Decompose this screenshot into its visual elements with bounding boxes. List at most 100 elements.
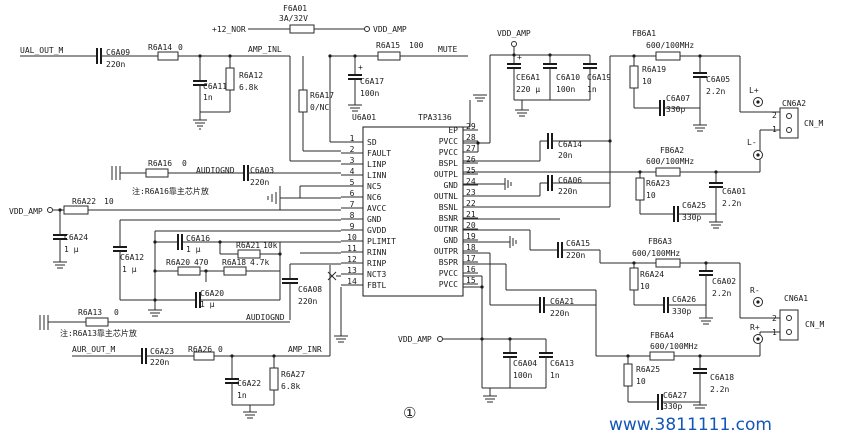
fb6a4-val: 600/100MHz <box>650 342 698 351</box>
c6a15-ref: C6A15 <box>566 239 590 248</box>
c6a07-val: 330p <box>666 105 685 114</box>
c6a16-val: 1 μ <box>186 245 201 254</box>
c6a05-val: 2.2n <box>706 87 725 96</box>
r6a15-symbol <box>377 51 401 61</box>
c6a26-val: 330p <box>672 307 691 316</box>
chip-left-pin-num: 2 <box>350 145 355 154</box>
fuse-section: F6A01 3A/32V +12_NOR VDD_AMP <box>212 4 407 34</box>
r6a17-val: 0/NC <box>310 103 329 112</box>
chip-left-pin-name: PLIMIT <box>367 237 396 246</box>
chip-right-pin-num: 28 <box>466 133 476 142</box>
ferrite-fb6a3: FB6A3 600/100MHz R6A24 10 C6A26 330p C6A… <box>629 237 780 325</box>
chip-right-pin-name: OUTPL <box>434 170 458 179</box>
chip-left-pin-num: 4 <box>350 167 355 176</box>
r6a22-symbol <box>63 205 89 215</box>
ferrite-fb6a4: FB6A4 600/100MHz R6A25 10 C6A27 330p C6A… <box>623 323 780 411</box>
chip-right-pin-name: OUTNR <box>434 225 458 234</box>
fb6a2-symbol <box>655 167 681 177</box>
chip-left-pin-name: NCT3 <box>367 270 386 279</box>
chip-left-pin-num: 13 <box>347 266 357 275</box>
r6a22-ref: R6A22 <box>72 197 96 206</box>
c6a04-val: 100n <box>513 371 532 380</box>
chip-right-pin-num: 19 <box>466 232 476 241</box>
r6a23-val: 10 <box>646 191 656 200</box>
watermark: www.3811111.com <box>609 415 772 435</box>
c6a14-ref: C6A14 <box>558 140 582 149</box>
conn1-ref: CN6A2 <box>782 99 806 108</box>
note-r6a13: 注:R6A13靠主芯片放 <box>60 328 137 338</box>
c6a05-ref: C6A05 <box>706 75 730 84</box>
r6a18-ref: R6A18 <box>222 258 246 267</box>
chip-body <box>362 126 464 297</box>
vdd-amp-port-top <box>364 26 370 32</box>
r6a17-symbol <box>298 89 308 113</box>
c6a03-ref: C6A03 <box>250 166 274 175</box>
r6a14-val: 0 <box>178 43 183 52</box>
r6a24-symbol <box>629 267 639 291</box>
chip-right-pin-num: 18 <box>466 243 476 252</box>
chip-right-pin-name: EP <box>448 126 458 135</box>
chip-left-pin-name: SD <box>367 138 377 147</box>
c6a12-val: 1 μ <box>122 265 137 274</box>
chip-right-pin-name: BSNR <box>439 214 458 223</box>
chip-left-pin-name: NC6 <box>367 193 382 202</box>
c6a10-val: 100n <box>556 85 575 94</box>
chip-left-pin-num: 5 <box>350 178 355 187</box>
c6a23-ref: C6A23 <box>150 347 174 356</box>
chip-left-pin-name: GND <box>367 215 382 224</box>
conn1-name: CN_M <box>804 119 823 128</box>
chip-left-pin-num: 12 <box>347 255 357 264</box>
c6a15-val: 220n <box>566 251 585 260</box>
fuse-ref: F6A01 <box>283 4 307 13</box>
c6a12-ref: C6A12 <box>120 253 144 262</box>
r6a17-ref: R6A17 <box>310 91 334 100</box>
c6a18-val: 2.2n <box>710 385 729 394</box>
chip-left-pin-num: 11 <box>347 244 357 253</box>
ferrite-fb6a2: FB6A2 600/100MHz R6A23 10 C6A25 330p C6A… <box>635 129 780 229</box>
connector-cn6a2: CN6A2 2 1 CN_M <box>772 99 823 139</box>
r6a15-val: 100 <box>409 41 424 50</box>
plimit-section: C6A16 1 μ R6A21 10k R6A20 470 R6A18 4.7k… <box>120 230 348 343</box>
chip-right-pin-num: 27 <box>466 144 476 153</box>
left-pos-output: C6A14 20n <box>463 55 656 190</box>
c6a21-val: 220n <box>550 309 569 318</box>
right-pos-output: C6A21 220n <box>463 252 650 357</box>
fuse-value: 3A/32V <box>279 14 308 23</box>
net-amp-inr: AMP_INR <box>288 345 322 354</box>
pvcc-caps-top: VDD_AMP + CE6A1 220 μ C6A10 100n C6A19 1… <box>463 29 611 153</box>
r6a25-symbol <box>623 363 633 387</box>
chip-ref: U6A01 <box>352 113 376 122</box>
chip-right-pin-name: PVCC <box>439 137 458 146</box>
c6a16-ref: C6A16 <box>186 234 210 243</box>
ferrite-fb6a1: FB6A1 600/100MHz R6A19 10 C6A07 330p C6A… <box>629 29 780 132</box>
c6a13-val: 1n <box>550 371 560 380</box>
chip-left-pin-num: 6 <box>350 189 355 198</box>
mute-section: R6A17 0/NC R6A15 100 MUTE + C6A17 100n <box>289 41 468 162</box>
c6a09-val: 220n <box>106 60 125 69</box>
chip-left-pin-name: LINN <box>367 171 386 180</box>
conn1-pin-b: 1 <box>772 125 777 134</box>
conn1-body <box>779 107 799 139</box>
chip-right-pin-num: 16 <box>466 265 476 274</box>
chip-right-pin-name: PVCC <box>439 280 458 289</box>
net-vdd-amp-top: VDD_AMP <box>373 25 407 34</box>
net-aur-out: AUR_OUT_M <box>72 345 116 354</box>
c6a20-val: 1 μ <box>200 300 215 309</box>
r6a21-symbol <box>237 249 261 259</box>
chip-right-pin-num: 24 <box>466 177 476 186</box>
r6a25-ref: R6A25 <box>636 365 660 374</box>
c6a14-val: 20n <box>558 151 573 160</box>
c6a18-ref: C6A18 <box>710 373 734 382</box>
c6a17-ref: C6A17 <box>360 77 384 86</box>
r6a21-ref: R6A21 <box>236 241 260 250</box>
c6a06-ref: C6A06 <box>558 176 582 185</box>
c6a01-ref: C6A01 <box>722 187 746 196</box>
conn2-minus: R- <box>750 286 760 295</box>
chip-left-pin-name: GVDD <box>367 226 386 235</box>
r6a26-val: 0 <box>218 345 223 354</box>
net-mute: MUTE <box>438 45 457 54</box>
r6a13-symbol <box>85 317 109 327</box>
c6a13-ref: C6A13 <box>550 359 574 368</box>
c6a23-val: 220n <box>150 358 169 367</box>
